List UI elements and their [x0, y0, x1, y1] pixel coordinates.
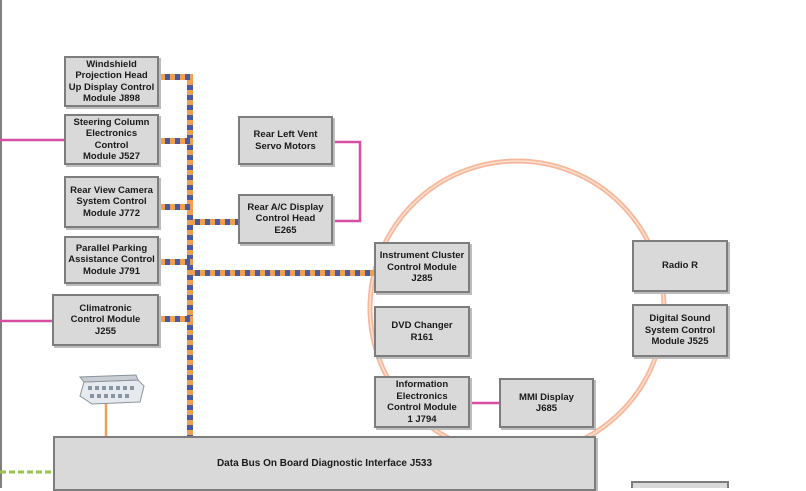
module-climatronic: Climatronic Control Module J255 [52, 294, 159, 346]
module-rear-view-camera: Rear View Camera System Control Module J… [64, 176, 159, 228]
module-rear-ac-display: Rear A/C Display Control Head E265 [238, 194, 333, 244]
module-mmi-display: MMI Display J685 [499, 378, 594, 428]
module-parallel-parking: Parallel Parking Assistance Control Modu… [64, 236, 159, 284]
module-steering-column: Steering Column Electronics Control Modu… [64, 114, 159, 165]
can-trunk-vertical [187, 74, 193, 440]
module-windshield-hud: Windshield Projection Head Up Display Co… [64, 56, 159, 107]
module-information-electronics: Information Electronics Control Module 1… [374, 376, 470, 428]
lin-line-rear-vent [332, 140, 362, 223]
module-instrument-cluster: Instrument Cluster Control Module J285 [374, 242, 470, 293]
diagnostic-connector-icon [78, 374, 145, 405]
module-digital-sound: Digital Sound System Control Module J525 [632, 304, 728, 357]
module-rear-left-vent: Rear Left Vent Servo Motors [238, 116, 333, 165]
module-radio: Radio R [632, 240, 728, 292]
module-gateway-j533: Data Bus On Board Diagnostic Interface J… [53, 436, 596, 491]
module-dvd-changer: DVD Changer R161 [374, 306, 470, 357]
offscreen-module-box [631, 481, 729, 488]
can-branch-instrument [193, 270, 376, 276]
